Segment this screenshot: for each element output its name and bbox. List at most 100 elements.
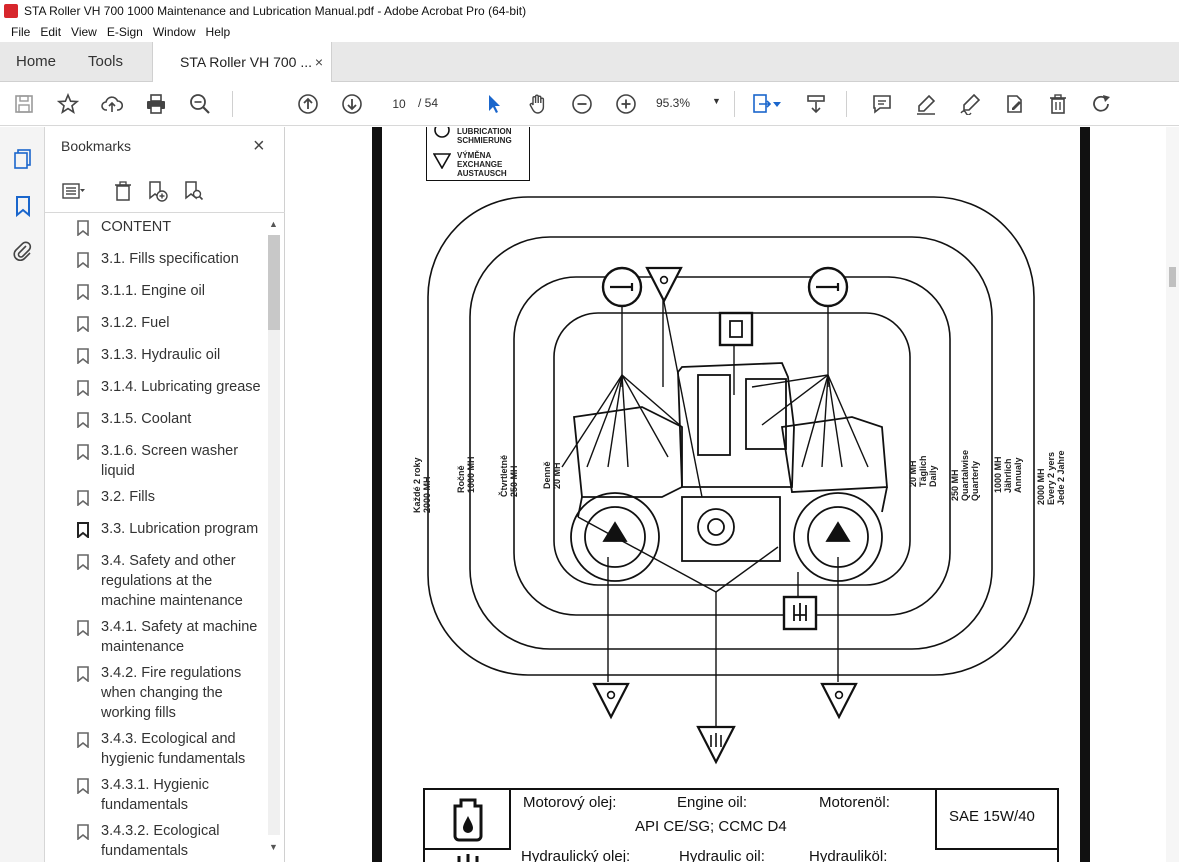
interval-label-20-left: Denně 20 MH bbox=[542, 461, 562, 489]
bookmarks-scrollbar[interactable]: ▲ ▼ bbox=[267, 217, 281, 857]
comment-icon[interactable] bbox=[870, 92, 894, 116]
bookmark-icon bbox=[77, 284, 89, 300]
window-title: STA Roller VH 700 1000 Maintenance and L… bbox=[24, 4, 527, 18]
symbol-markers bbox=[592, 266, 858, 765]
bookmark-label: 3.1.4. Lubricating grease bbox=[101, 379, 261, 395]
bookmark-options-icon[interactable] bbox=[61, 179, 85, 203]
highlight-pen-icon[interactable] bbox=[914, 92, 938, 116]
bookmark-label: 3.1.1. Engine oil bbox=[101, 283, 205, 299]
fit-page-icon[interactable] bbox=[750, 92, 774, 116]
menu-esign[interactable]: E-Sign bbox=[106, 25, 143, 39]
edit-pdf-icon[interactable] bbox=[1002, 92, 1026, 116]
tab-tools[interactable]: Tools bbox=[88, 53, 124, 70]
tab-bar: Home Tools STA Roller VH 700 ... × bbox=[0, 42, 1179, 83]
zoom-search-icon[interactable] bbox=[188, 92, 212, 116]
bookmark-icon bbox=[77, 554, 89, 570]
bookmark-label: 3.2. Fills bbox=[101, 489, 155, 505]
engine-oil-value: SAE 15W/40 bbox=[949, 808, 1035, 825]
zoom-level[interactable]: 95.3% bbox=[656, 96, 691, 110]
exchange-triangle-icon bbox=[592, 682, 630, 720]
bookmark-icon bbox=[77, 252, 89, 268]
interval-label-250-left: Čtvrtletně 250 MH bbox=[499, 454, 519, 497]
bookmark-icon bbox=[77, 732, 89, 748]
page-number-input[interactable] bbox=[384, 92, 414, 116]
hydraulic-oil-icon bbox=[457, 854, 479, 862]
attachment-icon[interactable] bbox=[11, 240, 35, 264]
engine-oil-de: Motorenöl: bbox=[819, 794, 890, 811]
scroll-up-icon[interactable]: ▲ bbox=[269, 219, 278, 229]
document-viewer[interactable]: LUBRICATION SCHMIERUNG VÝMĚNA EXCHANGE A… bbox=[286, 127, 1179, 862]
zoom-dropdown-caret[interactable]: ▼ bbox=[712, 96, 721, 106]
legend-lubrication: LUBRICATION SCHMIERUNG bbox=[457, 127, 512, 145]
zoom-in-icon[interactable] bbox=[614, 92, 638, 116]
sign-pen-icon[interactable] bbox=[958, 92, 982, 116]
engine-oil-spec: API CE/SG; CCMC D4 bbox=[635, 818, 787, 835]
tab-document[interactable]: STA Roller VH 700 ... × bbox=[152, 42, 332, 83]
scroll-down-icon[interactable]: ▼ bbox=[269, 842, 278, 852]
scroll-mode-icon[interactable] bbox=[804, 92, 828, 116]
fit-dropdown-caret-icon[interactable] bbox=[772, 92, 782, 116]
interval-label-1000-right: 1000 MH Jährlich Annualy bbox=[993, 456, 1023, 493]
hand-tool-icon[interactable] bbox=[526, 92, 550, 116]
menu-file[interactable]: File bbox=[11, 25, 31, 39]
cloud-upload-icon[interactable] bbox=[100, 92, 124, 116]
close-panel-icon[interactable]: × bbox=[253, 135, 265, 157]
scrollbar-thumb[interactable] bbox=[268, 235, 280, 330]
page-total: / 54 bbox=[418, 96, 439, 110]
bookmark-label: 3.1.3. Hydraulic oil bbox=[101, 347, 221, 363]
select-cursor-icon[interactable] bbox=[482, 92, 506, 116]
lubrication-circle-icon bbox=[434, 127, 450, 138]
bookmark-panel-icon[interactable] bbox=[11, 194, 35, 218]
redo-icon[interactable] bbox=[1090, 92, 1114, 116]
pdf-page: LUBRICATION SCHMIERUNG VÝMĚNA EXCHANGE A… bbox=[372, 127, 1090, 862]
engine-oil-value-cell: SAE 15W/40 bbox=[935, 790, 1057, 850]
engine-oil-icon-cell bbox=[425, 790, 511, 850]
engine-oil-square-icon bbox=[718, 311, 754, 347]
bookmark-label: 3.1.5. Coolant bbox=[101, 411, 192, 427]
toolbar-separator bbox=[734, 91, 735, 117]
star-icon[interactable] bbox=[56, 92, 80, 116]
delete-bookmark-icon[interactable] bbox=[111, 179, 135, 203]
hydraulic-oil-cz: Hydraulický olej: bbox=[521, 848, 631, 862]
bookmark-label: 3.4.3.1. Hygienic fundamentals bbox=[101, 777, 210, 813]
interval-ring-2000 bbox=[427, 196, 1035, 676]
legend-exchange: VÝMĚNA EXCHANGE AUSTAUSCH bbox=[457, 151, 507, 178]
delete-icon[interactable] bbox=[1046, 92, 1070, 116]
hydraulic-oil-en: Hydraulic oil: bbox=[679, 848, 765, 862]
bookmark-label: 3.4.2. Fire regulations when changing th… bbox=[101, 665, 242, 721]
previous-page-icon[interactable] bbox=[296, 92, 320, 116]
bookmark-icon bbox=[77, 220, 89, 236]
menu-bar: File Edit View E-Sign Window Help bbox=[0, 22, 1179, 42]
bookmark-label: 3.1.6. Screen washer liquid bbox=[101, 443, 239, 479]
new-bookmark-icon[interactable] bbox=[145, 179, 169, 203]
exchange-triangle-icon bbox=[820, 682, 858, 720]
menu-view[interactable]: View bbox=[71, 25, 97, 39]
save-icon[interactable] bbox=[12, 92, 36, 116]
title-bar: STA Roller VH 700 1000 Maintenance and L… bbox=[0, 0, 1179, 22]
print-icon[interactable] bbox=[144, 92, 168, 116]
menu-edit[interactable]: Edit bbox=[40, 25, 62, 39]
roller-machine-drawing bbox=[570, 362, 888, 582]
close-tab-icon[interactable]: × bbox=[314, 54, 323, 70]
bookmark-label: 3.4.3. Ecological and hygienic fundament… bbox=[101, 731, 246, 767]
tab-home[interactable]: Home bbox=[16, 53, 57, 70]
bookmark-label: 3.4. Safety and other regulations at the… bbox=[101, 553, 243, 609]
interval-ring-1000 bbox=[469, 236, 993, 650]
navigation-rail bbox=[0, 127, 45, 862]
document-scrollbar[interactable] bbox=[1166, 127, 1179, 862]
interval-ring-20 bbox=[553, 312, 911, 586]
bookmark-label: 3.4.1. Safety at machine maintenance bbox=[101, 619, 258, 655]
menu-window[interactable]: Window bbox=[152, 25, 196, 39]
next-page-icon[interactable] bbox=[340, 92, 364, 116]
menu-help[interactable]: Help bbox=[205, 25, 231, 39]
page-thumbnails-icon[interactable] bbox=[11, 147, 35, 171]
scrollbar-thumb[interactable] bbox=[1169, 267, 1176, 287]
find-bookmark-icon[interactable] bbox=[181, 179, 205, 203]
bookmark-label: CONTENT bbox=[101, 219, 172, 235]
bookmark-icon bbox=[77, 778, 89, 794]
tab-document-label: STA Roller VH 700 ... bbox=[180, 54, 313, 70]
scrollbar-track[interactable] bbox=[268, 235, 280, 835]
zoom-out-icon[interactable] bbox=[570, 92, 594, 116]
symbol-legend: LUBRICATION SCHMIERUNG VÝMĚNA EXCHANGE A… bbox=[426, 127, 530, 181]
bookmark-label: 3.4.3.2. Ecological fundamentals bbox=[101, 823, 220, 857]
